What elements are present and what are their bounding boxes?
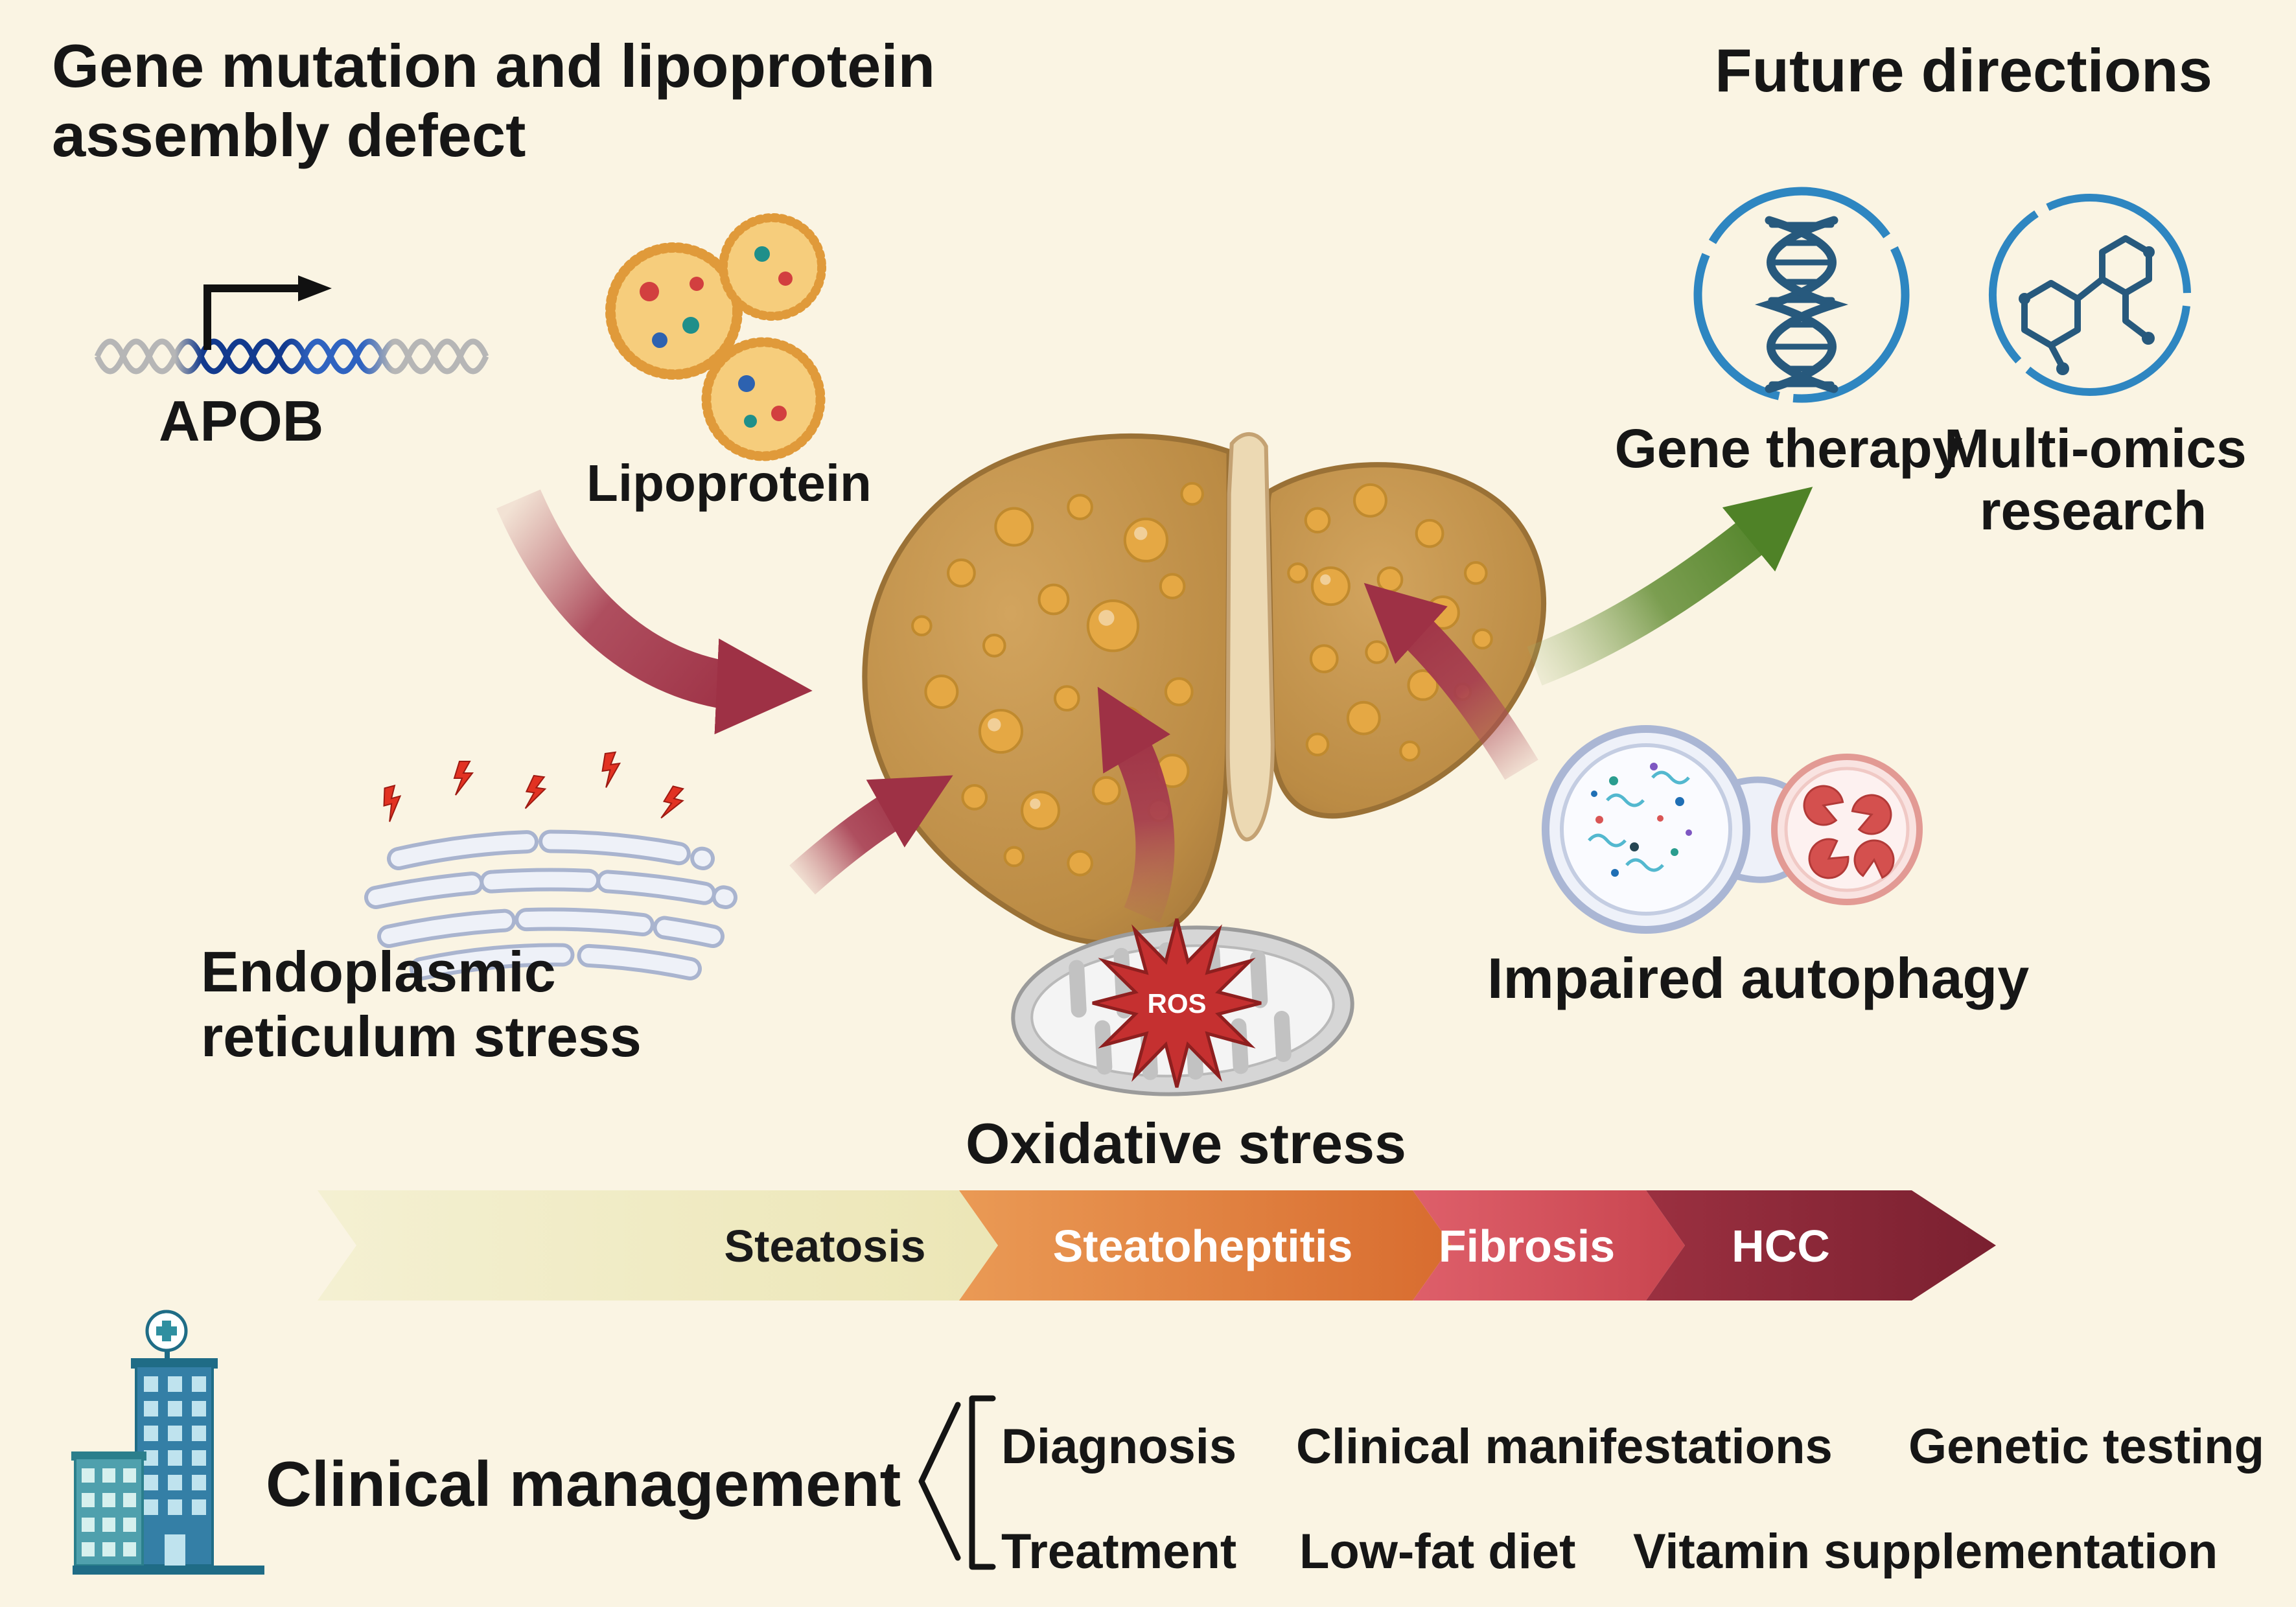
clinical-brace-icon <box>918 1395 996 1570</box>
stage-label-steatohepatitis: Steatoheptitis <box>1053 1221 1353 1271</box>
progression-arrow: Steatosis Steatoheptitis Fibrosis HCC <box>318 1190 1996 1301</box>
fatty-liver-icon <box>862 432 1547 946</box>
future-directions-title: Future directions <box>1715 36 2212 104</box>
gene-therapy-icon <box>1693 187 1910 403</box>
apob-gene-label: APOB <box>159 389 324 453</box>
lipoprotein-label: Lipoprotein <box>586 454 872 512</box>
arrow-liver-to-future <box>1527 487 1813 686</box>
multiomics-label: Multi-omics research <box>1944 418 2247 542</box>
treatment-category: Treatment <box>1001 1524 1237 1579</box>
stage-label-hcc: HCC <box>1732 1221 1830 1271</box>
autophagy-cargo-squiggles <box>1588 770 1690 872</box>
stage-segment-steatohepatitis <box>959 1190 1452 1301</box>
stage-segment-steatosis <box>318 1190 998 1301</box>
tower-windows <box>144 1376 206 1566</box>
stage-segment-fibrosis <box>1413 1190 1685 1301</box>
gene-therapy-label: Gene therapy <box>1614 418 1963 479</box>
stage-label-steatosis: Steatosis <box>724 1221 925 1271</box>
multiomics-label-line2: research <box>1979 480 2207 541</box>
hospital-icon <box>71 1310 264 1575</box>
hospital-cross-sign <box>145 1310 188 1352</box>
er-stress-label-line2: reticulum stress <box>201 1004 642 1069</box>
gene-mutation-title: Gene mutation and lipoprotein assembly d… <box>52 31 935 170</box>
treatment-item-lowfat-diet: Low-fat diet <box>1299 1524 1576 1579</box>
stage-segment-hcc <box>1646 1190 1996 1301</box>
lipid-cargo-dots <box>640 246 793 428</box>
diagnosis-item-genetic-testing: Genetic testing <box>1908 1419 2264 1474</box>
clinical-management-title: Clinical management <box>266 1448 901 1520</box>
ros-starburst-icon: ROS <box>1092 918 1262 1088</box>
diagnosis-category: Diagnosis <box>1001 1419 1237 1474</box>
oxidative-stress-label: Oxidative stress <box>966 1111 1406 1175</box>
mitochondria-icon: ROS <box>1011 918 1354 1096</box>
multiomics-icon <box>1989 194 2191 396</box>
arrow-lipoprotein-to-liver <box>496 489 813 735</box>
er-stress-label-line1: Endoplasmic <box>201 940 556 1004</box>
dna-helix <box>1754 216 1849 393</box>
stress-lightning-bolts <box>383 751 684 822</box>
stage-label-fibrosis: Fibrosis <box>1439 1221 1615 1271</box>
ros-label: ROS <box>1147 988 1206 1019</box>
impaired-autophagy-label: Impaired autophagy <box>1487 946 2030 1010</box>
diagnosis-item-manifestations: Clinical manifestations <box>1296 1419 1833 1474</box>
treatment-item-vitamin: Vitamin supplementation <box>1633 1524 2218 1579</box>
er-stress-icon <box>364 751 737 980</box>
promoter-arrow <box>203 284 298 350</box>
lysosomal-enzymes <box>1803 785 1895 879</box>
annex-windows <box>82 1468 136 1556</box>
lipoprotein-particles-icon <box>605 213 826 461</box>
gene-mutation-title-line1: Gene mutation and lipoprotein <box>52 32 935 100</box>
gene-mutation-title-line2: assembly defect <box>52 101 526 170</box>
autophagy-cargo-dots <box>1591 763 1692 877</box>
multiomics-label-line1: Multi-omics <box>1944 418 2247 479</box>
dna-promoter-icon <box>94 275 489 375</box>
molecule-structures <box>2021 235 2152 371</box>
autophagy-icon <box>1542 725 1923 934</box>
er-stress-label: Endoplasmic reticulum stress <box>201 940 642 1070</box>
